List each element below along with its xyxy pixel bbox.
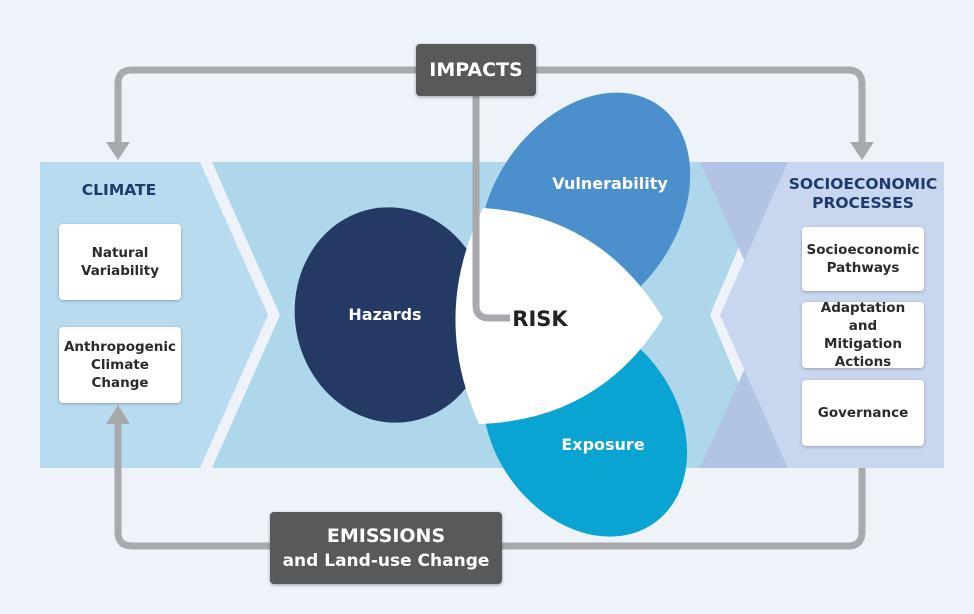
socioeconomic-to-emissions-line — [502, 468, 866, 550]
impacts-risk-connector — [472, 92, 510, 322]
risk-center — [455, 208, 663, 424]
socioeconomic-title-line2: PROCESSES — [812, 194, 914, 213]
emissions-box: EMISSIONS and Land-use Change — [270, 512, 502, 584]
hazards-label: Hazards — [348, 305, 422, 324]
socioeconomic-title-line1: SOCIOECONOMIC — [788, 175, 938, 193]
anthropogenic-climate-change-box: Anthropogenic Climate Change — [59, 327, 181, 403]
adaptation-mitigation-label: Adaptation and Mitigation Actions — [820, 299, 906, 371]
governance-label: Governance — [817, 404, 909, 421]
impacts-to-socioeconomic-line — [536, 66, 866, 148]
risk-label: RISK — [512, 307, 568, 331]
climate-arrowhead — [106, 142, 130, 160]
impacts-label: IMPACTS — [429, 59, 523, 81]
anthropogenic-arrowhead — [106, 405, 130, 424]
natural-variability-label: Natural Variability — [80, 244, 159, 279]
impacts-box: IMPACTS — [416, 44, 536, 96]
exposure-label: Exposure — [561, 435, 645, 454]
emissions-label: EMISSIONS — [326, 525, 446, 547]
socioeconomic-arrowhead — [850, 142, 874, 160]
natural-variability-box: Natural Variability — [59, 224, 181, 300]
governance-box: Governance — [802, 380, 924, 446]
emissions-to-climate-line — [114, 420, 270, 550]
adaptation-mitigation-box: Adaptation and Mitigation Actions — [802, 300, 924, 370]
vulnerability-label: Vulnerability — [552, 174, 668, 193]
hazards-petal — [294, 207, 490, 423]
socioeconomic-pathways-box: Socioeconomic Pathways — [802, 227, 924, 291]
socioeconomic-pathways-label: Socioeconomic Pathways — [806, 241, 920, 276]
climate-title: CLIMATE — [81, 181, 157, 199]
impacts-to-climate-line — [114, 66, 416, 148]
socioeconomic-title: SOCIOECONOMIC PROCESSES — [780, 175, 946, 214]
emissions-sublabel: and Land-use Change — [282, 551, 490, 571]
anthropogenic-climate-change-label: Anthropogenic Climate Change — [63, 338, 177, 392]
